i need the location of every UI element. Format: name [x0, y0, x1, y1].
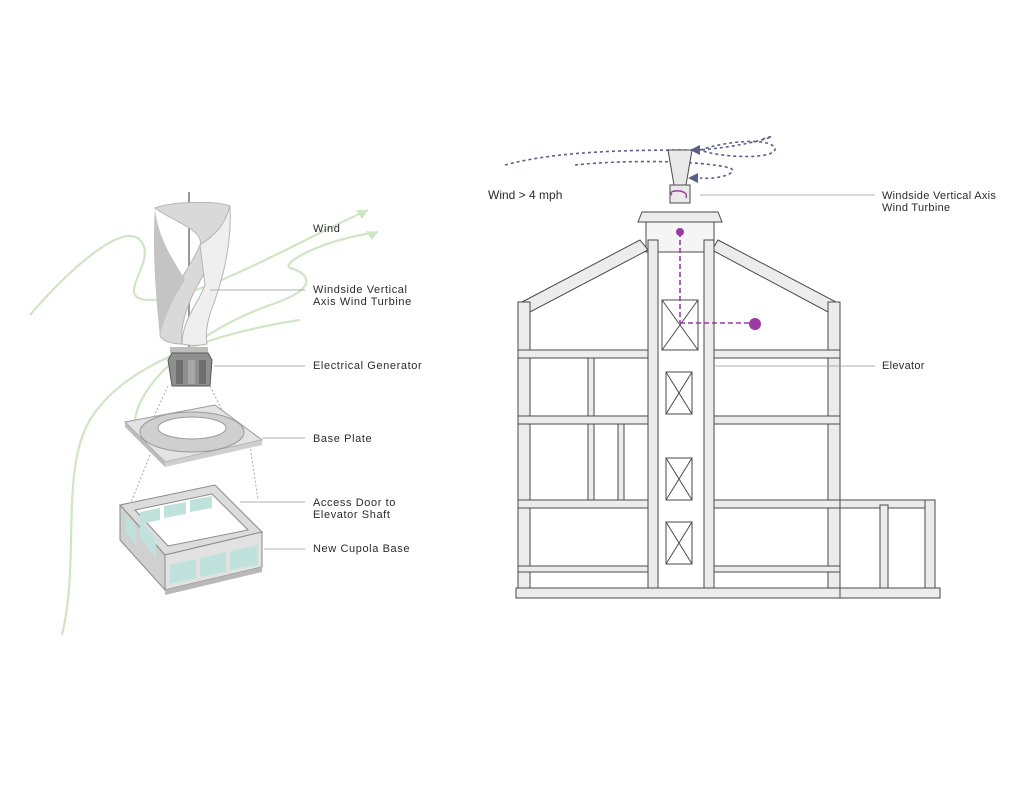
section-leaders: [700, 194, 875, 367]
turbine-rotor: [153, 192, 231, 348]
label-section-turbine-line-1: Windside Vertical Axis: [882, 190, 997, 202]
assembly-guides: [129, 385, 259, 506]
label-wind-speed: Wind > 4 mph: [488, 188, 563, 202]
label-access-door-line-1: Access Door to: [313, 497, 396, 509]
label-wind: Wind: [313, 223, 341, 235]
label-generator: Electrical Generator: [313, 360, 423, 372]
label-access-door-line-2: Elevator Shaft: [313, 509, 391, 521]
power-node-end: [749, 318, 761, 330]
wind-arrowhead-1: [356, 210, 368, 219]
power-node-top: [676, 228, 684, 236]
exploded-leaders: [210, 289, 305, 550]
cupola-base: [119, 484, 263, 595]
wind-flow-dashed: [504, 135, 776, 180]
label-section-turbine-line-2: Wind Turbine: [882, 202, 951, 214]
wind-curve-1: [29, 208, 369, 316]
elevator-car: [661, 299, 699, 565]
wind-arrowhead-2: [366, 231, 378, 240]
wind-flow-arrowhead-2: [688, 173, 698, 183]
label-base-plate: Base Plate: [313, 433, 373, 445]
label-cupola-base: New Cupola Base: [313, 543, 411, 555]
label-access-door: Access Door to Elevator Shaft: [313, 497, 396, 521]
building-section: [515, 149, 941, 599]
wind-flow-arrowhead-1: [690, 145, 700, 155]
power-path: [670, 190, 750, 324]
wind-curve-2: [133, 230, 379, 421]
base-plate: [123, 404, 264, 467]
wind-curves: [29, 208, 379, 636]
label-turbine: Windside Vertical Axis Wind Turbine: [313, 284, 412, 308]
electrical-generator: [167, 347, 213, 387]
label-elevator: Elevator: [882, 360, 925, 372]
label-section-turbine: Windside Vertical Axis Wind Turbine: [882, 190, 996, 214]
label-turbine-line-2: Axis Wind Turbine: [313, 296, 412, 308]
wind-curve-3: [60, 318, 301, 636]
label-turbine-line-1: Windside Vertical: [313, 284, 408, 296]
